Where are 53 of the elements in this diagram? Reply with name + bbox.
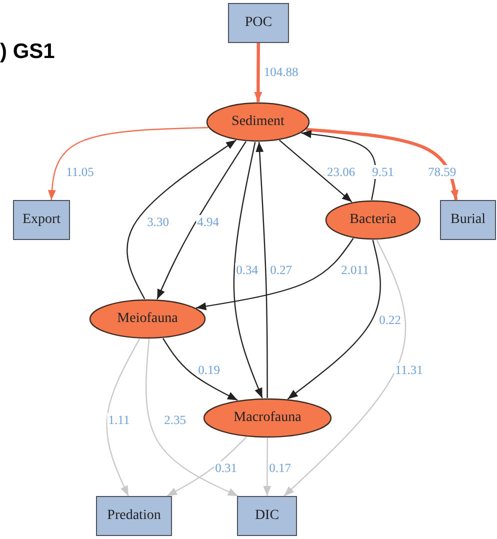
flux-box	[13, 200, 70, 240]
flow-arrow	[263, 438, 272, 496]
node-label: Meiofauna	[117, 311, 178, 327]
edge-label: 9.51	[371, 165, 395, 179]
figure-title: ) GS1	[0, 40, 55, 64]
flow-arrow	[287, 240, 381, 400]
flow-arrow	[284, 240, 406, 496]
flux-box	[237, 496, 297, 536]
node-label: Predation	[107, 508, 161, 524]
compartment-ellipse	[203, 398, 332, 438]
flow-arrow	[196, 238, 354, 310]
edge-label: 2.35	[163, 413, 187, 427]
flow-arrow	[256, 142, 268, 398]
flow-arrow	[156, 141, 246, 300]
node-label: Macrofauna	[234, 410, 302, 426]
node-label: DIC	[254, 508, 280, 524]
flow-arrow	[254, 42, 262, 102]
flow-arrow	[166, 436, 247, 497]
edge-label: 78.59	[426, 165, 458, 179]
flow-arrow	[306, 128, 458, 200]
edge-label: 11.05	[65, 165, 95, 179]
edge-label: 0.27	[269, 263, 293, 277]
edge-label: 0.22	[378, 313, 402, 327]
edge-label: 0.31	[214, 461, 238, 475]
flow-arrow	[301, 130, 376, 200]
flow-arrow	[48, 127, 208, 200]
flux-box	[96, 496, 172, 536]
edge-label: 2.011	[340, 263, 370, 277]
node-label: Sediment	[232, 114, 284, 130]
compartment-ellipse	[206, 102, 310, 142]
edge-label: 0.17	[268, 461, 292, 475]
node-label: Export	[22, 212, 61, 228]
flow-arrow	[146, 338, 238, 497]
edge-label: 0.19	[197, 363, 221, 377]
edge-label: 1.11	[107, 413, 131, 427]
flux-box	[440, 200, 496, 240]
node-label: POC	[244, 15, 272, 31]
node-label: Bacteria	[350, 212, 396, 228]
flow-arrow	[162, 338, 238, 401]
flow-arrow	[106, 338, 140, 496]
compartment-ellipse	[325, 200, 421, 240]
edge-label: 11.31	[394, 363, 424, 377]
flow-arrow	[233, 142, 263, 398]
edge-label: 3.30	[146, 215, 170, 229]
flux-box	[228, 3, 289, 43]
compartment-ellipse	[89, 299, 206, 339]
edge-label: 4.94	[196, 215, 220, 229]
flow-arrow	[126, 140, 236, 300]
edge-label: 23.06	[326, 165, 356, 179]
edge-label: 104.88	[262, 65, 300, 79]
edge-label: 0.34	[235, 263, 259, 277]
node-label: Burial	[450, 212, 486, 228]
flow-arrow	[279, 140, 352, 202]
